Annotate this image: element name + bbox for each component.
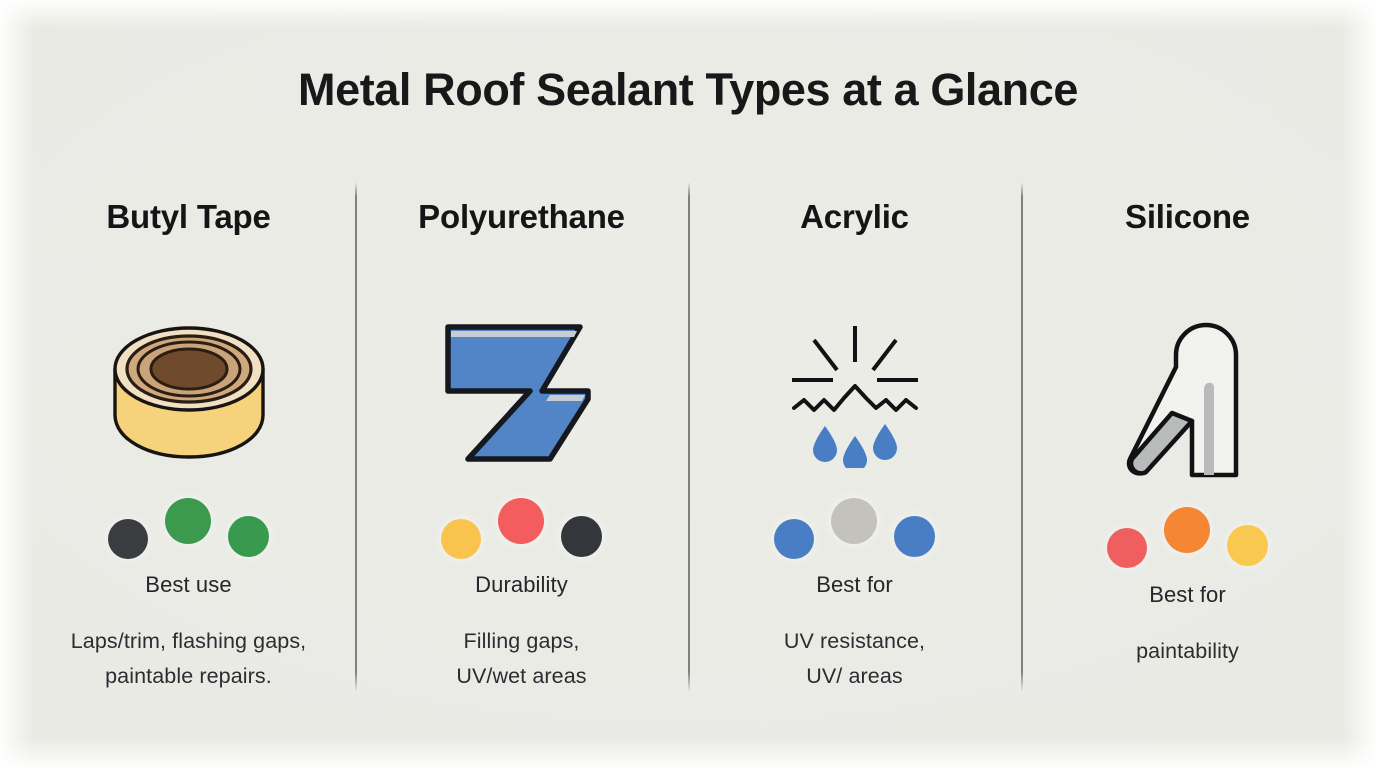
description-line: UV/ areas	[806, 664, 903, 688]
column-acrylic: Acrylic	[688, 182, 1021, 694]
column-heading: Butyl Tape	[106, 198, 271, 235]
dot-row	[108, 494, 269, 566]
sun-rain-icon	[780, 301, 930, 485]
column-butyl-tape: Butyl Tape Best use Laps/t	[22, 182, 355, 694]
dot-gray	[831, 498, 877, 545]
dot-green	[228, 515, 269, 557]
column-heading: Polyurethane	[418, 198, 625, 235]
dot-blue	[774, 519, 814, 560]
dot-row	[774, 494, 935, 566]
description-line: paintable repairs.	[105, 664, 272, 688]
column-label: Best use	[145, 572, 232, 597]
description-line: Filling gaps,	[463, 629, 580, 653]
column-label: Durability	[475, 572, 568, 597]
column-heading: Acrylic	[800, 198, 909, 235]
page-title: Metal Roof Sealant Types at a Glance	[298, 64, 1078, 115]
column-description: paintability	[1136, 634, 1239, 669]
column-description: Laps/trim, flashing gaps, paintable repa…	[71, 624, 307, 694]
dot-green	[165, 498, 211, 545]
dot-yellow	[441, 519, 481, 560]
dot-row	[1107, 502, 1268, 576]
column-label: Best for	[816, 572, 893, 597]
dot-yellow	[1227, 524, 1268, 566]
description-line: Laps/trim, flashing gaps,	[70, 629, 307, 653]
description-line: UV/wet areas	[456, 664, 587, 688]
description-line: UV resistance,	[783, 629, 926, 653]
description-line: paintability	[1136, 639, 1239, 663]
dot-blue	[894, 515, 935, 557]
column-silicone: Silicone Best for paintability	[1021, 182, 1354, 694]
tape-roll-icon	[101, 301, 277, 485]
column-label: Best for	[1149, 582, 1226, 607]
column-description: Filling gaps, UV/wet areas	[456, 624, 586, 694]
z-flashing-bead-icon	[438, 301, 606, 485]
dot-dark	[108, 519, 148, 560]
column-heading: Silicone	[1125, 198, 1250, 235]
dot-red	[498, 498, 544, 545]
sealant-columns: Butyl Tape Best use Laps/t	[22, 182, 1354, 694]
column-polyurethane: Polyurethane Durability Filling gaps, UV…	[355, 182, 688, 694]
column-description: UV resistance, UV/ areas	[784, 624, 925, 694]
dot-row	[441, 494, 602, 566]
dot-dark	[561, 515, 602, 557]
dot-red	[1107, 528, 1147, 568]
dot-orange	[1164, 507, 1210, 553]
caulk-gun-icon	[1118, 302, 1258, 492]
